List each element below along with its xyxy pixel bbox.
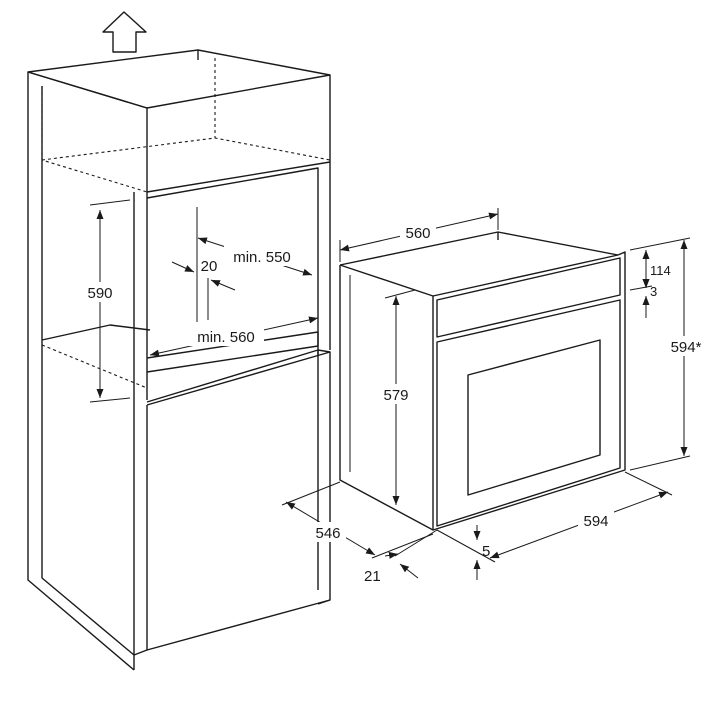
label-3: 3 (650, 284, 657, 299)
oven (339, 231, 626, 531)
label-20: 20 (201, 258, 218, 275)
oven-front-frame (432, 251, 626, 531)
dim-oven-bottom-offset: 5 (473, 525, 490, 580)
dim-oven-front-height: 594* (629, 237, 708, 471)
arrow-up-icon (102, 11, 147, 53)
cabinet (27, 49, 331, 671)
dim-cabinet-height: 590 (82, 199, 131, 403)
dim-oven-panel-gap: 3 (642, 270, 657, 318)
label-594: 594 (583, 513, 608, 530)
oven-door-window (467, 339, 601, 496)
oven-body-side (339, 265, 434, 531)
label-590: 590 (87, 285, 112, 302)
label-594-star: 594* (671, 339, 702, 356)
dim-oven-side-depth: 546 (281, 481, 434, 559)
cabinet-top-slab (27, 49, 331, 193)
label-21: 21 (364, 568, 381, 585)
dim-oven-top-depth: 560 (339, 208, 499, 262)
dim-oven-body-height: 579 (378, 289, 416, 505)
cabinet-left-panel (27, 72, 135, 671)
oven-control-panel (436, 257, 621, 338)
label-5: 5 (482, 543, 490, 560)
label-560: 560 (405, 225, 430, 242)
label-546: 546 (315, 525, 340, 542)
dim-oven-door-offset: 21 (364, 529, 438, 585)
label-114: 114 (650, 263, 671, 278)
dim-cabinet-width: min. 560 (149, 316, 319, 357)
label-min-560: min. 560 (197, 329, 255, 346)
dim-cabinet-depth: min. 550 (197, 237, 313, 276)
dim-oven-front-width: 594 (436, 471, 673, 563)
cabinet-lower-top (146, 349, 331, 406)
oven-door (436, 299, 621, 527)
label-min-550: min. 550 (233, 249, 291, 266)
dim-cabinet-rear-gap: 20 (171, 256, 236, 291)
label-579: 579 (383, 387, 408, 404)
